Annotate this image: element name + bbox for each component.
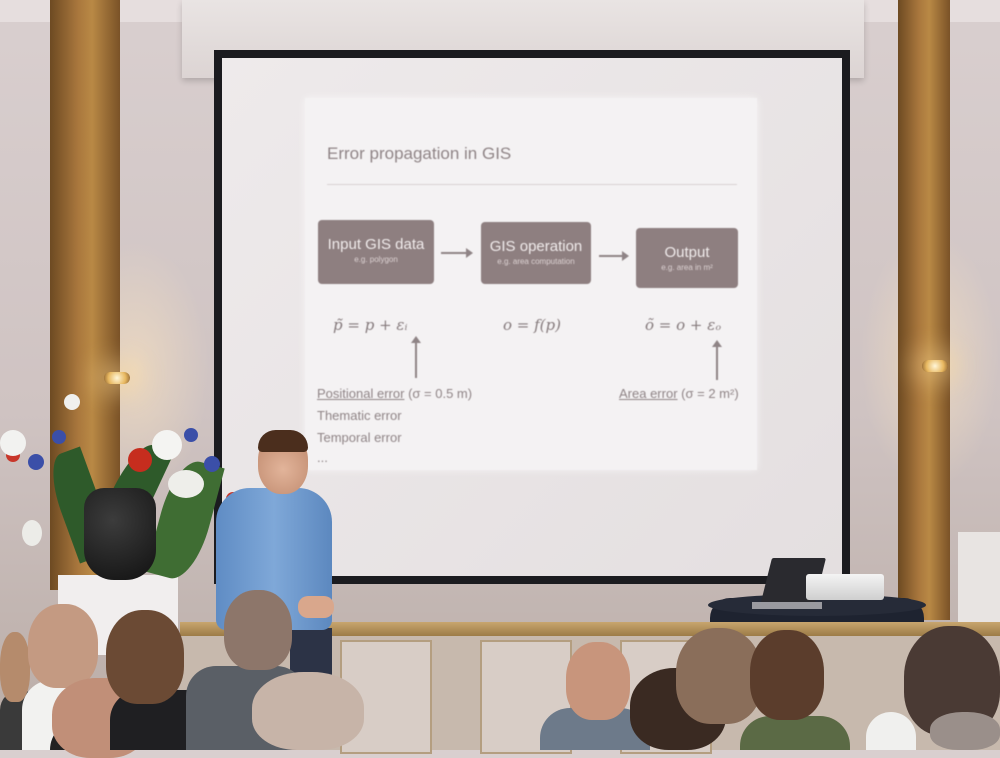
white-flower (22, 520, 42, 546)
box-title: Output (664, 244, 710, 261)
blue-flower (52, 430, 66, 444)
box-title: GIS operation (489, 238, 583, 255)
positional-error-label: Positional error (317, 386, 405, 401)
black-vase (84, 488, 156, 580)
audience-head (750, 630, 824, 720)
formula-output-error: õ = o + εₒ (645, 316, 722, 334)
blue-flower (204, 456, 220, 472)
white-flower (152, 430, 182, 460)
audience-head (566, 642, 630, 720)
arrow-up-icon (712, 340, 722, 380)
error-list-ellipsis: ... (317, 450, 328, 465)
output-box: Output e.g. area in m² (636, 228, 738, 288)
audience-head (106, 610, 184, 704)
audience-head (930, 712, 1000, 750)
positional-error-value: (σ = 0.5 m) (408, 386, 473, 401)
blue-flower (28, 454, 44, 470)
blue-flower (184, 428, 198, 442)
audience-head (0, 632, 30, 702)
box-subtitle: e.g. area in m² (661, 263, 713, 272)
white-flower (168, 470, 204, 498)
laptop-base (752, 602, 822, 609)
white-flower (0, 430, 26, 456)
projected-slide: Error propagation in GIS Input GIS data … (305, 98, 757, 470)
slide-title-divider (327, 184, 737, 185)
audience-head (676, 628, 762, 724)
positional-error-line: Positional error (σ = 0.5 m) (317, 386, 472, 401)
flow-arrow-right-icon (441, 248, 473, 258)
audience-head (28, 604, 98, 688)
audience-member (866, 712, 916, 750)
area-error-line: Area error (σ = 2 m²) (619, 386, 739, 401)
formula-input-error: p̃ = p + εᵢ (333, 316, 408, 334)
audience-head (224, 590, 292, 670)
slide-title: Error propagation in GIS (327, 144, 512, 163)
audience-member (740, 716, 850, 750)
temporal-error-label: Temporal error (317, 430, 402, 445)
wooden-pillar-right (898, 0, 950, 620)
white-flower (64, 394, 80, 410)
presenter-hands (298, 596, 334, 618)
projector (806, 574, 884, 600)
audience-head (252, 672, 364, 750)
box-title: Input GIS data (327, 236, 425, 253)
box-subtitle: e.g. area computation (497, 257, 575, 266)
wall-lamp-left (104, 372, 130, 384)
wall-lamp-right (922, 360, 948, 372)
arrow-up-icon (411, 336, 421, 378)
formula-operation: o = f(p) (503, 316, 561, 334)
presenter-trousers (290, 628, 332, 678)
presenter-hair (258, 430, 308, 452)
gis-operation-box: GIS operation e.g. area computation (481, 222, 591, 284)
area-error-label: Area error (619, 386, 678, 401)
red-flower (128, 448, 152, 472)
flow-arrow-right-icon (599, 251, 629, 261)
box-subtitle: e.g. polygon (354, 255, 398, 264)
input-gis-data-box: Input GIS data e.g. polygon (318, 220, 434, 284)
area-error-value: (σ = 2 m²) (681, 386, 739, 401)
thematic-error-label: Thematic error (317, 408, 402, 423)
